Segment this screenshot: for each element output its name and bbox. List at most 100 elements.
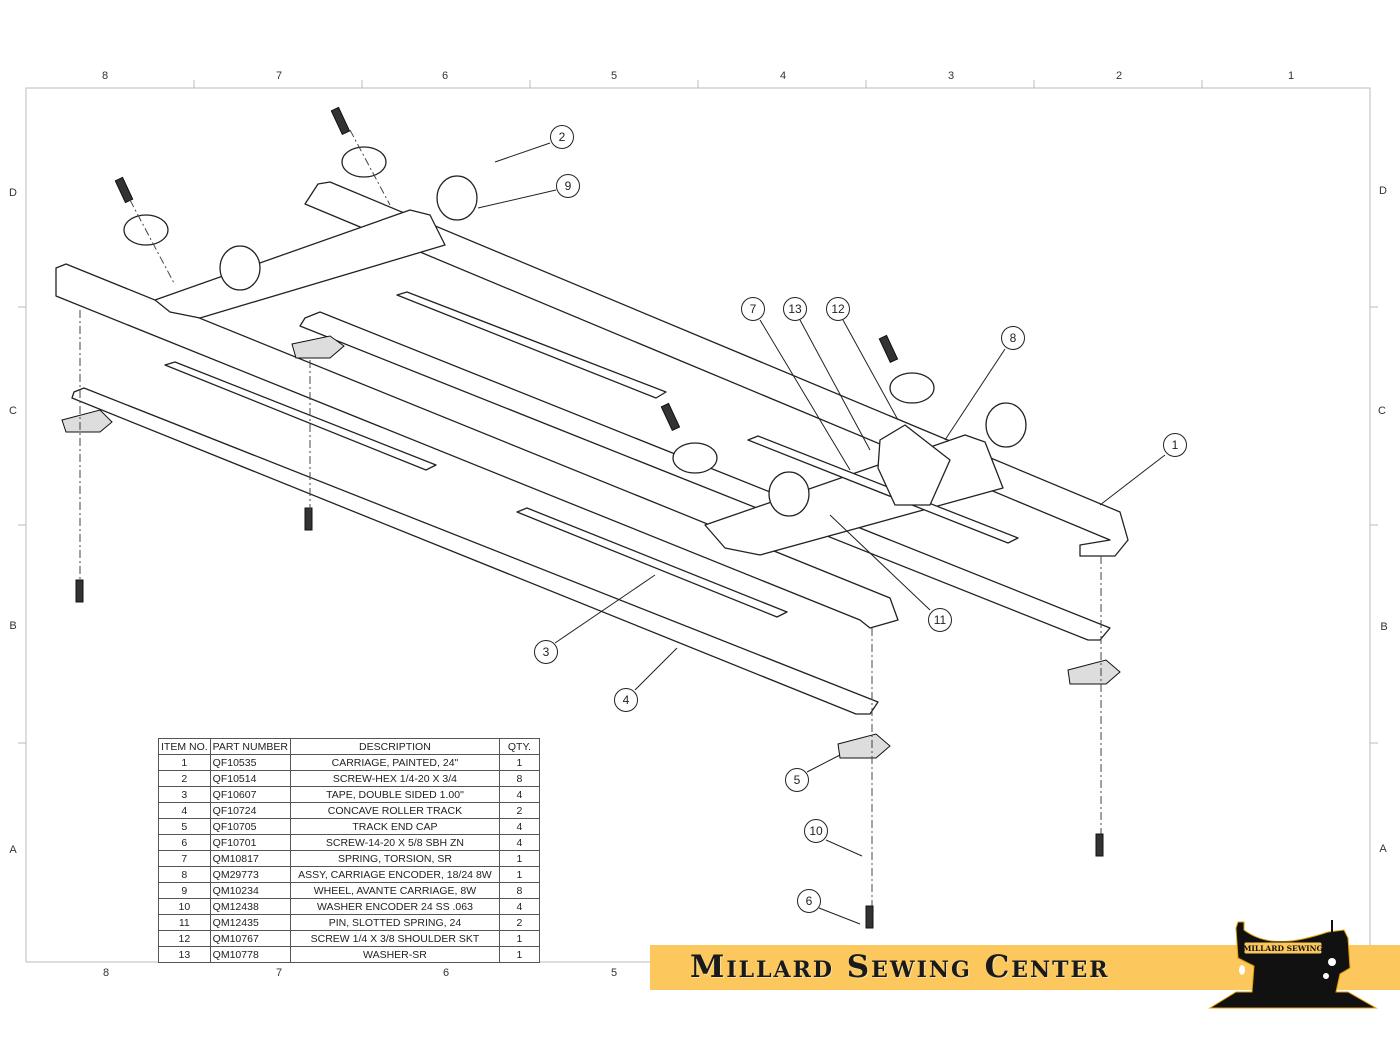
- zone-label-left: D: [9, 187, 17, 199]
- cell-item-no: 3: [158, 786, 211, 803]
- callout-balloon-5: 5: [785, 768, 809, 792]
- cell-part-number: QM12438: [209, 898, 291, 915]
- callout-balloon-11: 11: [928, 608, 952, 632]
- cell-item-no: 1: [158, 754, 211, 771]
- cell-description: SCREW-14-20 X 5/8 SBH ZN: [289, 834, 500, 851]
- center-lines: [79, 129, 1102, 906]
- rear-track: [299, 311, 1111, 641]
- zone-label-top: 7: [275, 70, 283, 82]
- zone-label-right: C: [1378, 405, 1386, 417]
- brand-title: Millard Sewing Center: [690, 949, 1110, 985]
- callout-balloon-7: 7: [741, 297, 765, 321]
- zone-label-top: 1: [1287, 70, 1295, 82]
- cell-part-number: QM10817: [209, 850, 291, 867]
- tape-strip-2: [396, 291, 667, 399]
- callout-balloon-10: 10: [804, 819, 828, 843]
- cell-item-no: 2: [158, 770, 211, 787]
- front-track: [71, 387, 879, 715]
- cell-qty: 8: [498, 770, 540, 787]
- cell-item-no: 12: [158, 930, 211, 947]
- cell-description: TRACK END CAP: [289, 818, 500, 835]
- zone-label-top: 4: [779, 70, 787, 82]
- cell-qty: 1: [498, 850, 540, 867]
- callout-balloon-6: 6: [797, 889, 821, 913]
- tape-strip-3: [516, 507, 788, 618]
- zone-label-bottom: 7: [275, 967, 283, 979]
- tape-strip-1: [164, 361, 437, 471]
- zone-label-bottom: 6: [442, 967, 450, 979]
- front-rail: [55, 263, 899, 629]
- cell-item-no: 13: [158, 946, 211, 963]
- header-part-number: PART NUMBER: [209, 738, 291, 755]
- cell-description: SCREW-HEX 1/4-20 X 3/4: [289, 770, 500, 787]
- cell-item-no: 6: [158, 834, 211, 851]
- carriage-frame: [55, 181, 1129, 715]
- callout-balloon-13: 13: [783, 297, 807, 321]
- zone-label-bottom: 8: [102, 967, 110, 979]
- zone-ticks: [18, 80, 1378, 744]
- cell-item-no: 8: [158, 866, 211, 883]
- cell-item-no: 7: [158, 850, 211, 867]
- callout-balloon-1: 1: [1163, 433, 1187, 457]
- cell-qty: 2: [498, 914, 540, 931]
- cell-description: PIN, SLOTTED SPRING, 24: [289, 914, 500, 931]
- tape-strip-4: [747, 435, 1019, 544]
- zone-label-left: A: [9, 844, 17, 856]
- sewing-machine-logo: MILLARD SEWING: [1208, 920, 1378, 1009]
- cell-part-number: QF10705: [209, 818, 291, 835]
- cell-part-number: QF10535: [209, 754, 291, 771]
- cell-qty: 2: [498, 802, 540, 819]
- left-crossbar: [154, 209, 446, 319]
- cell-qty: 1: [498, 946, 540, 963]
- zone-label-top: 6: [441, 70, 449, 82]
- zone-label-right: B: [1380, 621, 1388, 633]
- cell-description: TAPE, DOUBLE SIDED 1.00": [289, 786, 500, 803]
- cell-qty: 8: [498, 882, 540, 899]
- callout-balloon-2: 2: [550, 125, 574, 149]
- cell-item-no: 9: [158, 882, 211, 899]
- header-qty: QTY.: [498, 738, 540, 755]
- cell-qty: 1: [498, 866, 540, 883]
- cell-part-number: QM10778: [209, 946, 291, 963]
- cell-qty: 4: [498, 898, 540, 915]
- cell-item-no: 10: [158, 898, 211, 915]
- header-description: DESCRIPTION: [289, 738, 500, 755]
- cell-description: SPRING, TORSION, SR: [289, 850, 500, 867]
- cell-part-number: QM10767: [209, 930, 291, 947]
- cell-part-number: QM10234: [209, 882, 291, 899]
- encoder-block: [877, 424, 951, 506]
- zone-label-top: 2: [1115, 70, 1123, 82]
- cell-part-number: QF10724: [209, 802, 291, 819]
- table-header-row: ITEM NO. PART NUMBER DESCRIPTION QTY.: [158, 738, 540, 755]
- zone-label-right: D: [1379, 185, 1387, 197]
- rear-rail: [304, 181, 1129, 557]
- cell-item-no: 11: [158, 914, 211, 931]
- cell-description: ASSY, CARRIAGE ENCODER, 18/24 8W: [289, 866, 500, 883]
- callout-balloon-9: 9: [556, 174, 580, 198]
- zone-label-left: C: [9, 405, 17, 417]
- cell-qty: 4: [498, 818, 540, 835]
- zone-label-top: 5: [610, 70, 618, 82]
- cell-item-no: 5: [158, 818, 211, 835]
- cell-part-number: QF10607: [209, 786, 291, 803]
- cell-description: WASHER-SR: [289, 946, 500, 963]
- zone-label-right: A: [1379, 843, 1387, 855]
- zone-label-top: 8: [101, 70, 109, 82]
- callout-balloon-4: 4: [614, 688, 638, 712]
- cell-description: WHEEL, AVANTE CARRIAGE, 8W: [289, 882, 500, 899]
- cell-part-number: QM12435: [209, 914, 291, 931]
- callout-balloon-3: 3: [534, 640, 558, 664]
- callout-balloon-8: 8: [1001, 326, 1025, 350]
